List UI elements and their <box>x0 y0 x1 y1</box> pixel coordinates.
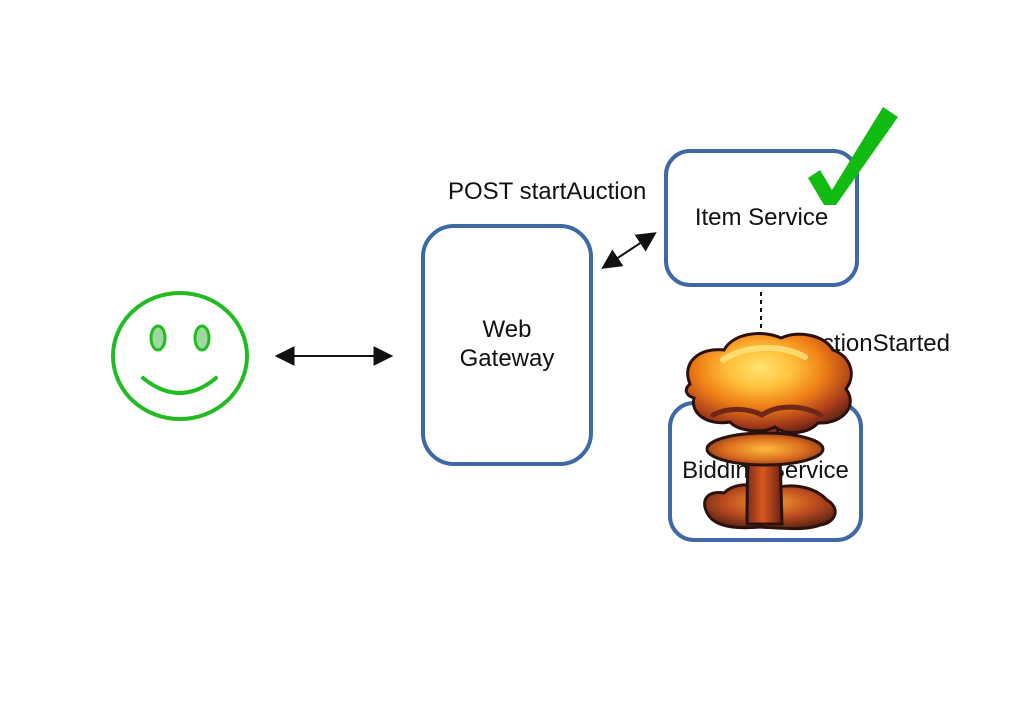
checkmark-icon <box>808 107 898 205</box>
mushroom-cloud-explosion-icon <box>684 332 853 531</box>
gateway-item-service-arrow <box>601 232 657 269</box>
item-service-box <box>664 149 859 287</box>
item-service-label: Item Service <box>694 203 829 231</box>
web-gateway-label: Web Gateway <box>459 316 555 372</box>
web-gateway-box <box>421 224 593 466</box>
user-smiley-icon <box>111 291 249 421</box>
post-start-auction-label: POST startAuction <box>448 178 647 205</box>
